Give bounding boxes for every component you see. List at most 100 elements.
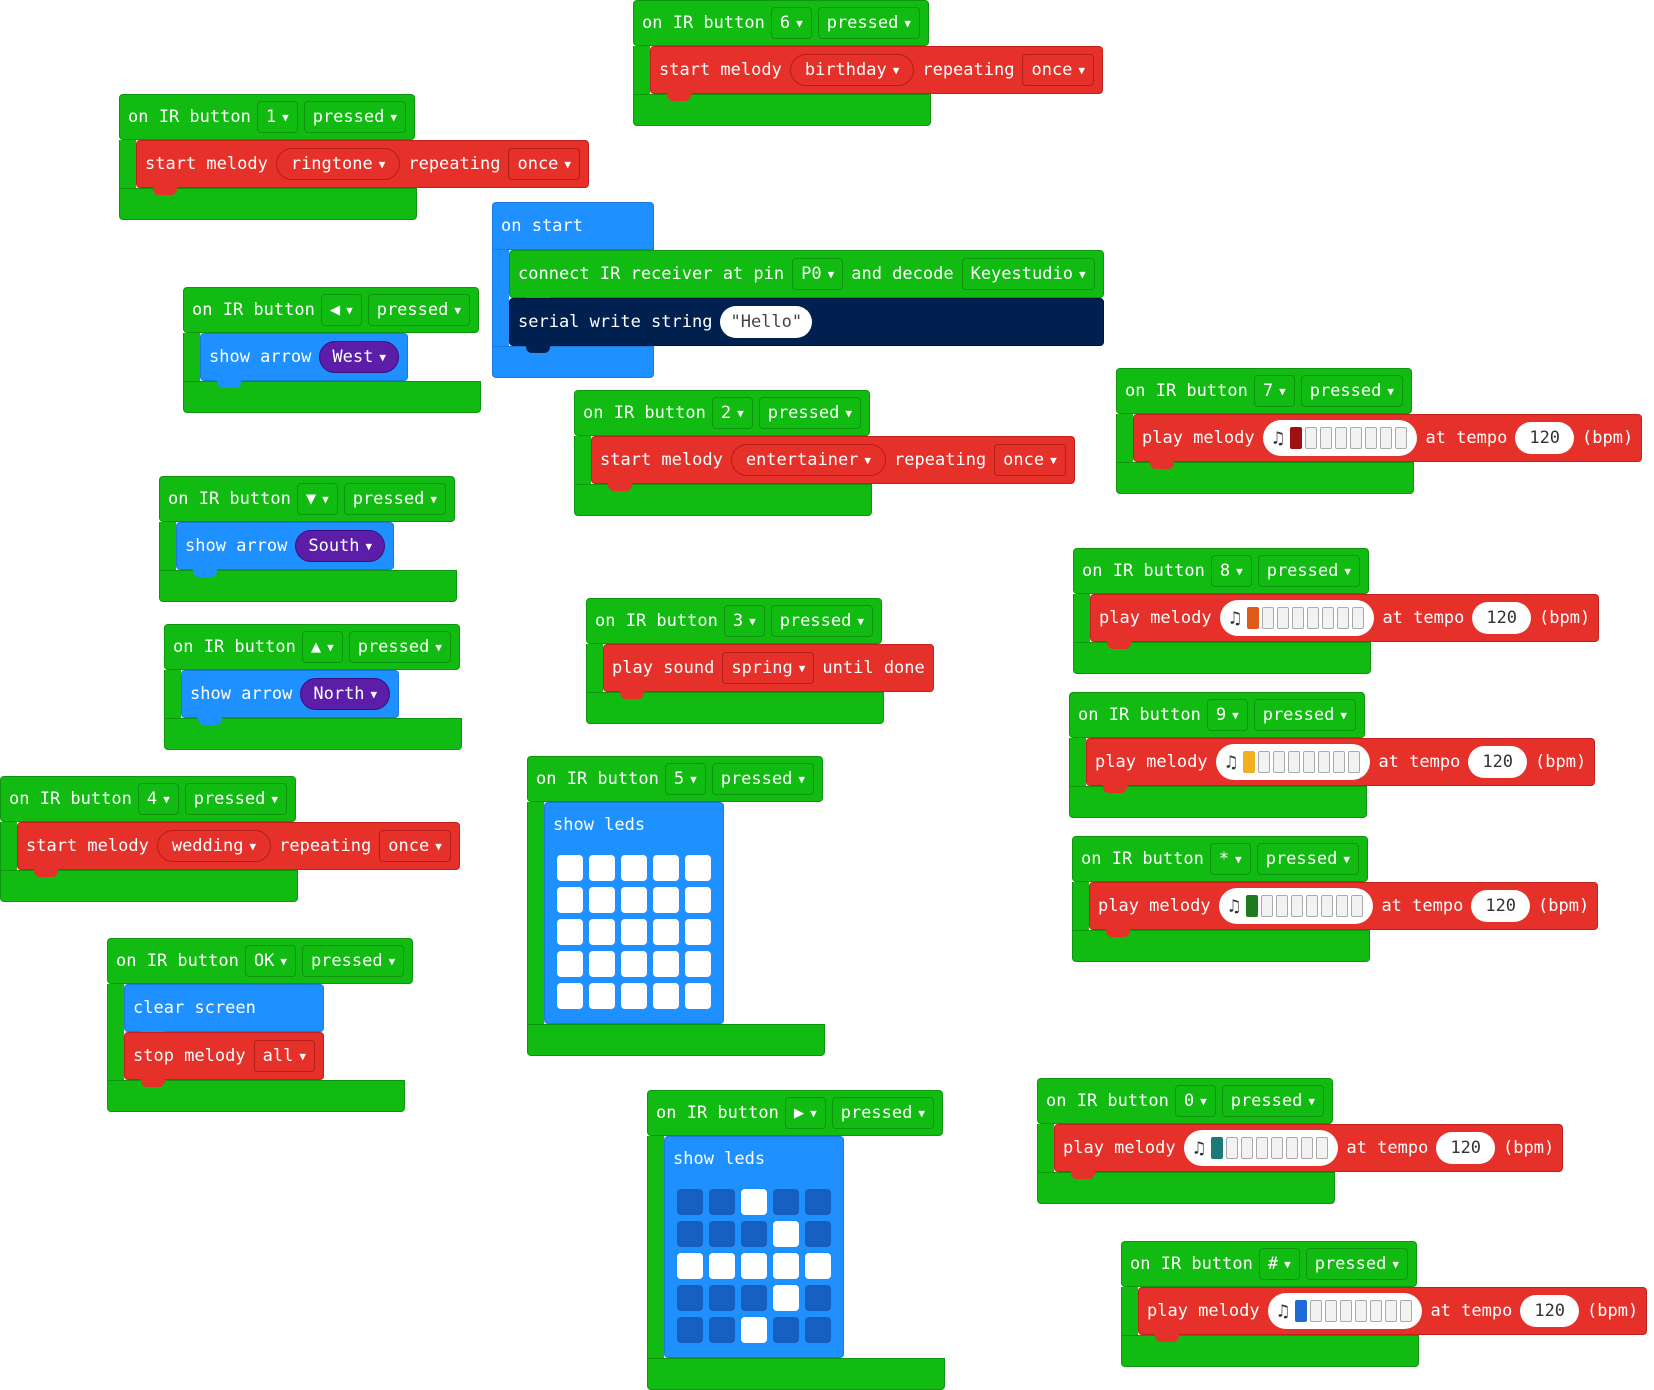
ir-key-dropdown[interactable]: #▼ — [1258, 1248, 1300, 1280]
ir-action-dropdown[interactable]: pressed▼ — [1305, 1248, 1408, 1280]
ir-event-header[interactable]: on IR button ▲▼ pressed▼ — [164, 624, 460, 670]
ir-event-header[interactable]: on IR button 4▼ pressed▼ — [0, 776, 296, 822]
melody-editor[interactable]: ♫ — [1262, 420, 1418, 456]
play-melody-block[interactable]: play melody ♫ at tempo 120 (bpm) — [1090, 594, 1600, 649]
decoder-dropdown[interactable]: Keyestudio▼ — [961, 258, 1095, 290]
melody-editor[interactable]: ♫ — [1183, 1130, 1339, 1166]
ir-key-dropdown[interactable]: 6▼ — [770, 7, 812, 39]
led-cell[interactable] — [621, 887, 647, 913]
led-cell[interactable] — [741, 1253, 767, 1279]
led-cell[interactable] — [709, 1317, 735, 1343]
led-cell[interactable] — [557, 887, 583, 913]
led-cell[interactable] — [557, 983, 583, 1009]
direction-dropdown[interactable]: South▼ — [295, 530, 386, 562]
led-cell[interactable] — [653, 919, 679, 945]
ir-button-7-event[interactable]: on IR button 7▼ pressed▼ play melody ♫ a… — [1116, 368, 1643, 494]
ir-event-header[interactable]: on IR button OK▼ pressed▼ — [107, 938, 414, 984]
ir-button-3-event[interactable]: on IR button 3▼ pressed▼ play sound spri… — [586, 598, 934, 724]
ir-button-right-event[interactable]: on IR button ▶▼ pressed▼ show leds — [647, 1090, 945, 1390]
melody-editor[interactable]: ♫ — [1267, 1293, 1423, 1329]
led-cell[interactable] — [653, 983, 679, 1009]
melody-editor[interactable]: ♫ — [1215, 744, 1371, 780]
led-cell[interactable] — [621, 983, 647, 1009]
ir-button-2-event[interactable]: on IR button 2▼ pressed▼ start melody en… — [574, 390, 1075, 516]
melody-dropdown[interactable]: entertainer▼ — [730, 444, 887, 476]
show-leds-block[interactable]: show leds — [664, 1136, 844, 1358]
led-cell[interactable] — [589, 983, 615, 1009]
ir-event-header[interactable]: on IR button 6▼ pressed▼ — [633, 0, 929, 46]
repeat-dropdown[interactable]: once▼ — [1022, 54, 1095, 86]
ir-event-header[interactable]: on IR button *▼ pressed▼ — [1072, 836, 1368, 882]
string-input[interactable]: "Hello" — [720, 306, 813, 338]
ir-key-dropdown[interactable]: ▶▼ — [784, 1097, 826, 1129]
start-melody-block[interactable]: start melody birthday▼ repeating once▼ — [650, 46, 1104, 101]
stop-melody-block[interactable]: stop melody all▼ — [124, 1032, 324, 1087]
ir-key-dropdown[interactable]: 1▼ — [256, 101, 298, 133]
melody-dropdown[interactable]: wedding▼ — [156, 830, 272, 862]
tempo-input[interactable]: 120 — [1468, 746, 1528, 778]
led-grid[interactable] — [545, 847, 723, 1023]
ir-button-5-event[interactable]: on IR button 5▼ pressed▼ show leds — [527, 756, 825, 1056]
ir-button-0-event[interactable]: on IR button 0▼ pressed▼ play melody ♫ a… — [1037, 1078, 1564, 1204]
stop-mode-dropdown[interactable]: all▼ — [253, 1040, 315, 1072]
ir-key-dropdown[interactable]: 4▼ — [137, 783, 179, 815]
ir-key-dropdown[interactable]: ▲▼ — [301, 631, 343, 663]
led-cell[interactable] — [621, 855, 647, 881]
ir-key-dropdown[interactable]: ▼▼ — [296, 483, 338, 515]
led-grid[interactable] — [665, 1181, 843, 1357]
direction-dropdown[interactable]: North▼ — [300, 678, 391, 710]
play-melody-block[interactable]: play melody ♫ at tempo 120 (bpm) — [1138, 1287, 1648, 1342]
led-cell[interactable] — [653, 855, 679, 881]
ir-event-header[interactable]: on IR button ▼▼ pressed▼ — [159, 476, 455, 522]
ir-button-down-event[interactable]: on IR button ▼▼ pressed▼ show arrow Sout… — [159, 476, 457, 602]
led-cell[interactable] — [685, 887, 711, 913]
ir-button-left-event[interactable]: on IR button ◀▼ pressed▼ show arrow West… — [183, 287, 481, 413]
ir-key-dropdown[interactable]: 3▼ — [723, 605, 765, 637]
led-cell[interactable] — [773, 1221, 799, 1247]
sound-dropdown[interactable]: spring▼ — [722, 652, 815, 684]
led-cell[interactable] — [741, 1285, 767, 1311]
start-melody-block[interactable]: start melody wedding▼ repeating once▼ — [17, 822, 460, 877]
melody-editor[interactable]: ♫ — [1218, 888, 1374, 924]
show-arrow-block[interactable]: show arrow West▼ — [200, 333, 408, 388]
ir-key-dropdown[interactable]: *▼ — [1209, 843, 1251, 875]
led-cell[interactable] — [589, 919, 615, 945]
melody-dropdown[interactable]: ringtone▼ — [275, 148, 401, 180]
ir-action-dropdown[interactable]: pressed▼ — [1253, 699, 1356, 731]
led-cell[interactable] — [589, 855, 615, 881]
show-arrow-block[interactable]: show arrow South▼ — [176, 522, 395, 577]
ir-action-dropdown[interactable]: pressed▼ — [303, 101, 406, 133]
serial-write-block[interactable]: serial write string "Hello" — [509, 298, 1104, 353]
ir-button-8-event[interactable]: on IR button 8▼ pressed▼ play melody ♫ a… — [1073, 548, 1600, 674]
ir-key-dropdown[interactable]: 7▼ — [1253, 375, 1295, 407]
ir-key-dropdown[interactable]: 9▼ — [1206, 699, 1248, 731]
ir-event-header[interactable]: on IR button 5▼ pressed▼ — [527, 756, 823, 802]
show-leds-block[interactable]: show leds — [544, 802, 724, 1024]
ir-event-header[interactable]: on IR button 2▼ pressed▼ — [574, 390, 870, 436]
ir-button-6-event[interactable]: on IR button 6▼ pressed▼ start melody bi… — [633, 0, 1104, 126]
ir-event-header[interactable]: on IR button 7▼ pressed▼ — [1116, 368, 1412, 414]
play-melody-block[interactable]: play melody ♫ at tempo 120 (bpm) — [1086, 738, 1596, 793]
ir-key-dropdown[interactable]: ◀▼ — [320, 294, 362, 326]
on-start-header[interactable]: on start — [492, 202, 654, 250]
ir-event-header[interactable]: on IR button 9▼ pressed▼ — [1069, 692, 1365, 738]
ir-key-dropdown[interactable]: 0▼ — [1174, 1085, 1216, 1117]
tempo-input[interactable]: 120 — [1520, 1295, 1580, 1327]
led-cell[interactable] — [677, 1221, 703, 1247]
ir-button-hash-event[interactable]: on IR button #▼ pressed▼ play melody ♫ a… — [1121, 1241, 1648, 1367]
led-cell[interactable] — [685, 855, 711, 881]
led-cell[interactable] — [653, 887, 679, 913]
ir-event-header[interactable]: on IR button 0▼ pressed▼ — [1037, 1078, 1333, 1124]
ir-action-dropdown[interactable]: pressed▼ — [348, 631, 451, 663]
repeat-dropdown[interactable]: once▼ — [379, 830, 451, 862]
tempo-input[interactable]: 120 — [1471, 890, 1531, 922]
led-cell[interactable] — [589, 887, 615, 913]
led-cell[interactable] — [805, 1285, 831, 1311]
start-melody-block[interactable]: start melody ringtone▼ repeating once▼ — [136, 140, 590, 195]
led-cell[interactable] — [557, 951, 583, 977]
ir-button-ok-event[interactable]: on IR button OK▼ pressed▼ clear screen s… — [107, 938, 414, 1112]
led-cell[interactable] — [677, 1253, 703, 1279]
led-cell[interactable] — [709, 1189, 735, 1215]
led-cell[interactable] — [621, 951, 647, 977]
tempo-input[interactable]: 120 — [1515, 422, 1575, 454]
